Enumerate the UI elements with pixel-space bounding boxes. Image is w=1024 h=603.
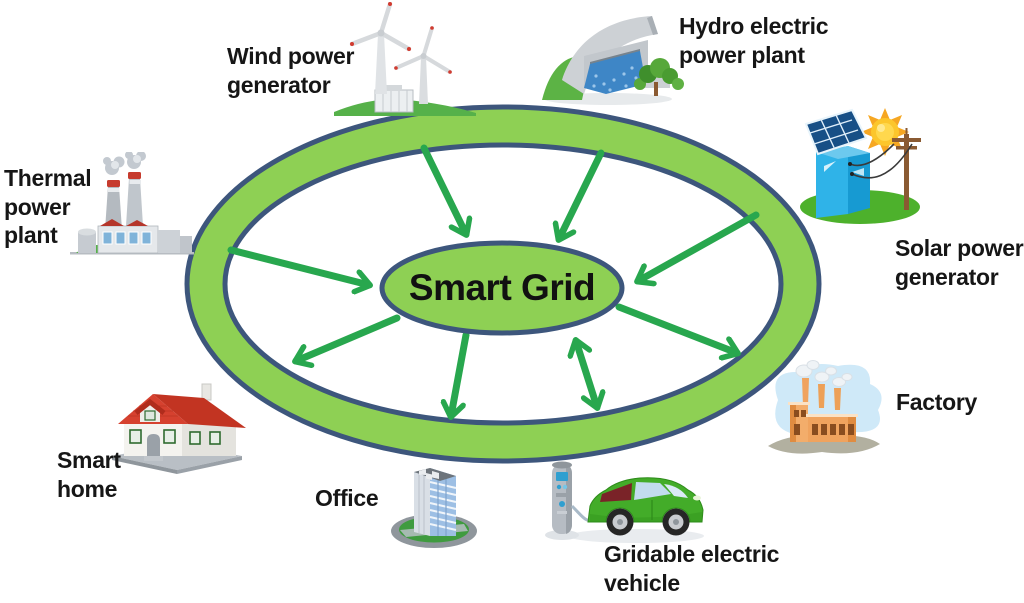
hub-title: Smart Grid <box>408 267 596 308</box>
label-gridable-electric-vehicle: Gridable electric vehicle <box>604 541 780 596</box>
label-hydro-power-plant: Hydro electric power plant <box>679 13 829 68</box>
label-solar-power-generator: Solar power generator <box>895 235 1024 290</box>
label-wind-power-generator: Wind power generator <box>227 43 355 98</box>
hydro-dam-icon <box>542 16 684 105</box>
smart-grid-hub-ellipse <box>379 240 625 336</box>
arrow-thermal-to-grid <box>227 246 369 285</box>
arrow-solar-to-grid <box>638 211 760 281</box>
electric-car-charging-icon <box>545 461 704 543</box>
factory-icon <box>768 360 882 454</box>
arrow-wind-to-grid <box>420 144 466 234</box>
grid-ring-outer-border <box>184 104 822 464</box>
grid-ring-band <box>188 108 818 460</box>
house-icon <box>112 383 246 474</box>
office-building-icon <box>391 468 477 548</box>
label-office: Office <box>315 485 379 511</box>
arrow-grid-to-home <box>296 314 401 361</box>
arrow-hydro-to-grid <box>559 149 605 239</box>
label-thermal-power-plant: Thermal power plant <box>4 165 92 249</box>
arrow-grid-ev-bidirectional <box>576 341 597 407</box>
solar-building-icon <box>800 108 921 224</box>
wind-turbines-icon <box>334 2 476 116</box>
label-smart-home: Smart home <box>57 447 121 502</box>
arrow-grid-to-office <box>451 331 470 416</box>
arrow-grid-to-factory <box>615 303 737 353</box>
label-factory: Factory <box>896 389 977 415</box>
thermal-plant-icon <box>70 152 194 255</box>
grid-ring-inner-border <box>222 142 784 426</box>
